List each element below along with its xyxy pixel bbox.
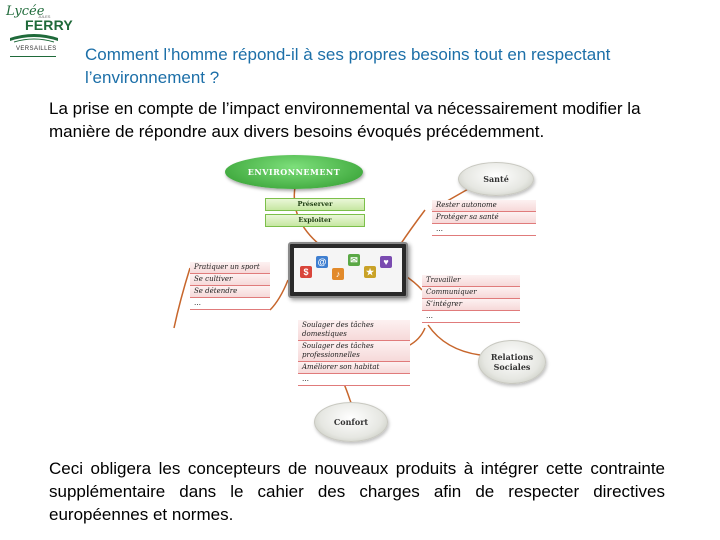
- list-item: …: [422, 311, 520, 323]
- app-icon: ♪: [332, 268, 344, 280]
- needs-diagram: ENVIRONNEMENT Préserver Exploiter Santé …: [170, 150, 550, 450]
- logo-handwriting: Lycée: [6, 4, 45, 19]
- environnement-node: ENVIRONNEMENT: [225, 155, 363, 189]
- list-item: Se cultiver: [190, 274, 270, 286]
- relations-sociales-node: Relations Sociales: [478, 340, 546, 384]
- computer-screen-illustration: $ @ ♪ ✉ ★ ♥: [288, 242, 408, 298]
- app-icon: @: [316, 256, 328, 268]
- logo-small-text: JULES: [38, 14, 51, 19]
- logo-emblem-icon: [10, 34, 58, 57]
- list-item: Travailler: [422, 275, 520, 287]
- app-icon: ★: [364, 266, 376, 278]
- list-item: …: [298, 374, 410, 386]
- list-item: Se détendre: [190, 286, 270, 298]
- slide-title: Comment l’homme répond-il à ses propres …: [85, 45, 611, 87]
- app-icon: $: [300, 266, 312, 278]
- list-item: Pratiquer un sport: [190, 262, 270, 274]
- list-item: Soulager des tâches professionnelles: [298, 341, 410, 362]
- list-item: Exploiter: [265, 214, 365, 227]
- confort-node: Confort: [314, 402, 388, 442]
- list-item: Améliorer son habitat: [298, 362, 410, 374]
- sante-list: Rester autonome Protéger sa santé …: [432, 200, 536, 236]
- list-item: Communiquer: [422, 287, 520, 299]
- list-item: …: [432, 224, 536, 236]
- list-item: Préserver: [265, 198, 365, 211]
- loisirs-list: Pratiquer un sport Se cultiver Se détend…: [190, 262, 270, 310]
- list-item: Rester autonome: [432, 200, 536, 212]
- logo-city: VERSAILLES: [16, 46, 57, 52]
- intro-paragraph: La prise en compte de l’impact environne…: [49, 99, 641, 141]
- environnement-list: Préserver Exploiter: [265, 198, 365, 230]
- list-item: Soulager des tâches domestiques: [298, 320, 410, 341]
- travail-list: Travailler Communiquer S’intégrer …: [422, 275, 520, 323]
- school-logo: Lycée JULES FERRY VERSAILLES: [4, 2, 73, 66]
- conclusion-paragraph: Ceci obligera les concepteurs de nouveau…: [49, 459, 665, 524]
- app-icon: ✉: [348, 254, 360, 266]
- confort-list: Soulager des tâches domestiques Soulager…: [298, 320, 410, 386]
- app-icon: ♥: [380, 256, 392, 268]
- list-item: S’intégrer: [422, 299, 520, 311]
- list-item: …: [190, 298, 270, 310]
- sante-node: Santé: [458, 162, 534, 196]
- logo-name: FERRY: [25, 17, 73, 33]
- list-item: Protéger sa santé: [432, 212, 536, 224]
